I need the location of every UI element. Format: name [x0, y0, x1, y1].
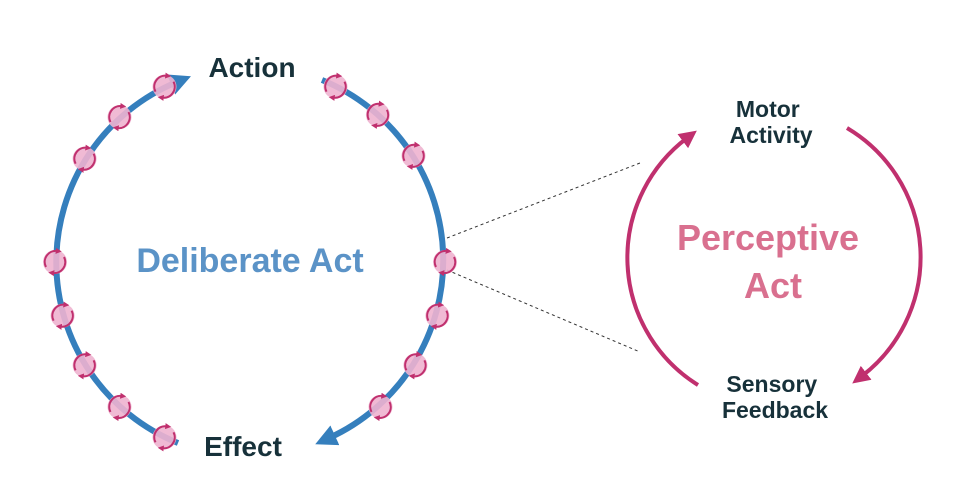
mini-perceptive-cycle-icon	[72, 351, 97, 380]
perceptive-act-line2: Act	[744, 265, 802, 306]
mini-perceptive-cycle-icon	[403, 351, 428, 380]
perceptive-cycle-left-arc	[625, 130, 700, 387]
mini-perceptive-cycles	[43, 72, 457, 452]
motor-activity-label: Motor Activity	[729, 96, 812, 148]
sensory-feedback-label: Sensory Feedback	[722, 371, 828, 423]
mini-perceptive-cycle-icon	[152, 423, 177, 452]
mini-perceptive-cycle-icon	[323, 72, 348, 101]
mini-perceptive-cycle-icon	[152, 72, 177, 101]
connector-lower-dashed-line	[446, 269, 641, 353]
mini-perceptive-cycle-icon	[72, 144, 97, 173]
mini-perceptive-cycle-icon	[43, 247, 67, 277]
deliberate-act-title: Deliberate Act	[136, 242, 363, 280]
mini-perceptive-cycle-icon	[107, 102, 132, 132]
sensory-feedback-line1: Sensory	[726, 371, 817, 397]
action-label: Action	[208, 52, 295, 83]
effect-label: Effect	[204, 431, 282, 462]
mini-perceptive-cycle-icon	[425, 301, 450, 330]
mini-perceptive-cycle-icon	[401, 141, 426, 170]
perceptive-cycle-right-arc	[845, 126, 923, 384]
mini-perceptive-cycle-icon	[368, 392, 393, 422]
sensory-feedback-line2: Feedback	[722, 397, 828, 423]
perceptive-act-title: Perceptive Act	[677, 217, 869, 306]
connector-upper-dashed-line	[446, 162, 641, 239]
mini-perceptive-cycle-icon	[433, 247, 457, 277]
mini-perceptive-cycle-icon	[50, 301, 75, 330]
motor-activity-line1: Motor	[736, 96, 800, 122]
mini-perceptive-cycle-icon	[107, 392, 132, 422]
perceptive-act-line1: Perceptive	[677, 217, 859, 258]
mini-perceptive-cycle-icon	[365, 100, 390, 129]
motor-activity-line2: Activity	[729, 122, 812, 148]
